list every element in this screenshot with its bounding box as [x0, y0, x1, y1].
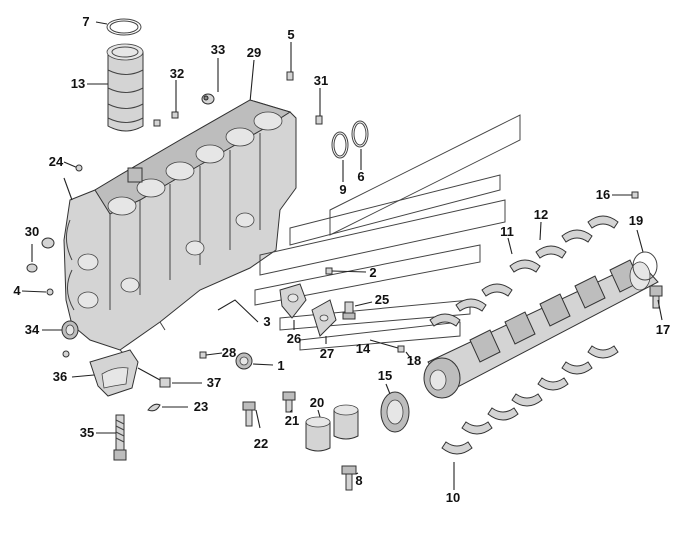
plug-28 — [199, 351, 207, 359]
cylinder-block — [63, 99, 297, 356]
callout-32: 32 — [169, 66, 185, 81]
seal-ring-9 — [331, 131, 349, 159]
callout-35: 35 — [79, 425, 95, 440]
callout-26: 26 — [286, 331, 302, 346]
pin-14 — [397, 345, 405, 353]
callout-19: 19 — [628, 213, 644, 228]
leader-19 — [636, 229, 644, 253]
leader-20 — [317, 409, 321, 418]
leader-18 — [405, 351, 413, 361]
thrust-ring-19 — [632, 251, 658, 281]
callout-15: 15 — [377, 368, 393, 383]
callout-2: 2 — [369, 265, 377, 280]
leader-28 — [205, 352, 223, 356]
leader-7 — [95, 21, 108, 25]
plug-4 — [46, 288, 54, 296]
callout-22: 22 — [253, 436, 269, 451]
leader-12 — [539, 221, 542, 241]
leader-24b — [63, 177, 73, 201]
sleeve-30b — [26, 263, 38, 273]
seal-ring-6 — [351, 120, 369, 148]
pin-24 — [75, 164, 83, 172]
cap-outline-bands — [254, 114, 521, 351]
upper-bearing-shells — [429, 215, 619, 327]
callout-36: 36 — [52, 369, 68, 384]
callout-13: 13 — [70, 76, 86, 91]
callout-31: 31 — [313, 73, 329, 88]
callout-1: 1 — [277, 358, 285, 373]
cylinder-liner — [106, 43, 144, 132]
callout-25: 25 — [374, 292, 390, 307]
plug-part — [201, 93, 215, 105]
callout-5: 5 — [287, 27, 295, 42]
leader-22 — [255, 409, 261, 429]
nozzle-bolt — [342, 301, 356, 320]
dowel-37 — [159, 377, 171, 388]
callout-27: 27 — [319, 346, 335, 361]
callout-4: 4 — [13, 283, 21, 298]
callout-30: 30 — [24, 224, 40, 239]
leader-15 — [385, 383, 391, 395]
pin-16 — [631, 191, 639, 199]
leader-11 — [507, 237, 513, 255]
leader-21 — [289, 409, 293, 413]
callout-9: 9 — [339, 182, 347, 197]
cap-bolt — [113, 414, 127, 461]
callout-23: 23 — [193, 399, 209, 414]
callout-33: 33 — [210, 42, 226, 57]
callout-12: 12 — [533, 207, 549, 222]
leader-29 — [249, 59, 255, 103]
callout-16: 16 — [595, 187, 611, 202]
plug-5 — [286, 71, 294, 81]
callout-3: 3 — [263, 314, 271, 329]
sleeve-30a — [41, 237, 55, 249]
pin-small — [62, 350, 70, 358]
lower-bearing-shells — [441, 345, 619, 455]
tappet-pair — [305, 404, 359, 452]
leader-14 — [369, 339, 399, 349]
nozzle-gasket — [311, 299, 337, 337]
callout-10: 10 — [445, 490, 461, 505]
bolt-22 — [242, 401, 256, 427]
leader-17 — [657, 299, 663, 321]
crank-gear — [380, 391, 410, 433]
callout-28: 28 — [221, 345, 237, 360]
leader-37b — [137, 367, 161, 381]
small-pin — [153, 119, 161, 127]
leader-2 — [331, 270, 367, 273]
callout-29: 29 — [246, 45, 262, 60]
plug-31 — [315, 115, 323, 125]
small-screw — [171, 111, 179, 119]
leader-8 — [355, 472, 359, 475]
leader-4 — [21, 290, 47, 293]
crankshaft — [423, 259, 659, 399]
callout-37: 37 — [206, 375, 222, 390]
callout-11: 11 — [500, 224, 514, 239]
callout-34: 34 — [24, 322, 40, 337]
bolt-21 — [282, 391, 296, 413]
leader-3 — [217, 299, 259, 323]
callout-6: 6 — [357, 169, 365, 184]
bolt-8 — [341, 465, 357, 491]
leader-25 — [354, 301, 373, 307]
piston-cooling-nozzle — [279, 283, 307, 319]
pin-23 — [147, 403, 161, 412]
leader-1 — [252, 363, 274, 366]
main-bearing-cap — [89, 349, 139, 397]
callout-21: 21 — [284, 413, 300, 428]
bolt-17 — [649, 285, 663, 309]
callout-7: 7 — [82, 14, 90, 29]
callout-20: 20 — [309, 395, 325, 410]
leader-36 — [71, 374, 95, 378]
callout-8: 8 — [355, 473, 363, 488]
callout-17: 17 — [655, 322, 671, 337]
callout-24: 24 — [48, 154, 64, 169]
dowel-2 — [325, 267, 333, 275]
liner-seal-ring — [106, 18, 142, 36]
callout-14: 14 — [355, 341, 371, 356]
callout-18: 18 — [406, 353, 422, 368]
